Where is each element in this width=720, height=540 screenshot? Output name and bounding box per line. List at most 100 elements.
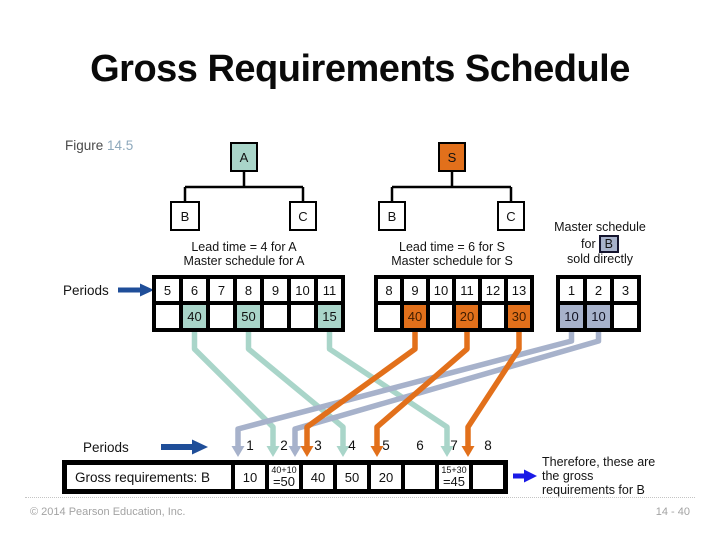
master-schedule-s-label: Master schedule for S xyxy=(391,253,513,268)
gross-requirement-cell: 10 xyxy=(233,463,267,491)
period-cell: 11 xyxy=(316,277,343,303)
sum-expression: 15+30 xyxy=(441,465,467,475)
period-cell: 7 xyxy=(208,277,235,303)
tree-a-root-node: A xyxy=(230,142,258,172)
bottom-period-number: 3 xyxy=(314,438,322,453)
quantity-cell: 40 xyxy=(181,303,208,330)
sum-expression: 40+10 xyxy=(271,465,297,475)
flow-line-b2-to-p2 xyxy=(292,330,602,447)
period-cell: 8 xyxy=(376,277,402,303)
gross-requirement-value: 10 xyxy=(242,469,258,485)
footer-divider xyxy=(25,497,695,498)
periods-arrow-bottom xyxy=(161,439,208,455)
quantity-cell: 40 xyxy=(402,303,428,330)
lead-time-s: Lead time = 6 for S xyxy=(399,240,505,254)
quantity-cell: 10 xyxy=(585,303,612,330)
bottom-period-number: 6 xyxy=(416,438,424,453)
tree-a-child-c-node: C xyxy=(289,201,317,231)
gross-requirement-value: =45 xyxy=(442,474,466,489)
quantity-cell: 15 xyxy=(316,303,343,330)
gross-requirement-cell: 20 xyxy=(369,463,403,491)
flow-line-a6-to-p2 xyxy=(191,330,276,447)
bottom-period-number: 1 xyxy=(246,438,254,453)
quantity-cell xyxy=(480,303,506,330)
gross-requirement-value: =50 xyxy=(272,474,296,489)
quantity-cell: 50 xyxy=(235,303,262,330)
gross-requirement-value: 50 xyxy=(344,469,360,485)
tree-s-child-c-node: C xyxy=(497,201,525,231)
period-cell: 9 xyxy=(402,277,428,303)
gross-requirement-cell xyxy=(403,463,437,491)
quantity-cell xyxy=(289,303,316,330)
flow-lines-a xyxy=(191,330,450,447)
gross-requirement-cell xyxy=(471,463,505,491)
bottom-period-number: 8 xyxy=(484,438,492,453)
period-cell: 1 xyxy=(558,277,585,303)
flow-lines-s xyxy=(304,330,522,447)
flow-line-s13-to-p7 xyxy=(465,330,522,447)
flow-lines-bdirect xyxy=(235,330,602,447)
tree-a-caption: Lead time = 4 for A Master schedule for … xyxy=(139,240,349,268)
quantity-cell xyxy=(376,303,402,330)
periods-arrow-top xyxy=(118,283,154,297)
periods-label-bottom: Periods xyxy=(83,440,129,455)
tree-s-connector xyxy=(390,172,513,201)
gross-requirements-note: Therefore, these are the gross requireme… xyxy=(542,455,656,497)
quantity-cell: 30 xyxy=(506,303,532,330)
periods-label-top: Periods xyxy=(63,283,109,298)
figure-word: Figure xyxy=(65,138,104,153)
flow-line-s11-to-p5 xyxy=(374,330,470,447)
period-cell: 10 xyxy=(289,277,316,303)
bottom-period-number: 2 xyxy=(280,438,288,453)
period-cell: 5 xyxy=(154,277,181,303)
gross-requirement-value: 20 xyxy=(378,469,394,485)
bottom-period-number: 5 xyxy=(382,438,390,453)
quantity-row: 40 50 15 xyxy=(154,303,343,330)
gross-requirement-value: 40 xyxy=(310,469,326,485)
tree-a-child-b-node: B xyxy=(170,201,200,231)
quantity-cell: 10 xyxy=(558,303,585,330)
period-cell: 8 xyxy=(235,277,262,303)
quantity-cell xyxy=(208,303,235,330)
gross-requirements-arrow xyxy=(513,469,537,483)
gross-requirement-cell: 15+30=45 xyxy=(437,463,471,491)
b-direct-line1: Master schedule xyxy=(554,220,646,234)
bottom-period-number: 4 xyxy=(348,438,356,453)
footer-page-number: 14 - 40 xyxy=(655,506,690,518)
period-cell: 9 xyxy=(262,277,289,303)
period-cell: 10 xyxy=(428,277,454,303)
gross-requirements-row-label: Gross requirements: B xyxy=(65,463,233,491)
lead-time-a: Lead time = 4 for A xyxy=(191,240,297,254)
master-schedule-a-label: Master schedule for A xyxy=(183,253,305,268)
period-cell: 12 xyxy=(480,277,506,303)
gross-requirement-cell: 40+10=50 xyxy=(267,463,301,491)
quantity-cell xyxy=(612,303,639,330)
flow-line-a8-to-p4 xyxy=(245,330,346,447)
quantity-cell xyxy=(262,303,289,330)
tree-a-connector xyxy=(183,172,305,201)
flow-arrowheads-s xyxy=(300,446,475,457)
quantity-cell xyxy=(154,303,181,330)
tree-s-root-node: S xyxy=(438,142,466,172)
tree-s-caption: Lead time = 6 for S Master schedule for … xyxy=(347,240,557,268)
period-cell: 3 xyxy=(612,277,639,303)
gross-requirements-cells: 10 40+10=50 40 50 20 15+30=45 xyxy=(233,463,505,491)
flow-arrowheads-a xyxy=(266,446,454,457)
gross-requirement-cell: 50 xyxy=(335,463,369,491)
period-cell: 11 xyxy=(454,277,480,303)
flow-arrowheads-bdirect xyxy=(231,446,302,457)
period-cell: 2 xyxy=(585,277,612,303)
quantity-cell xyxy=(428,303,454,330)
flow-line-b1-to-p1 xyxy=(235,330,575,447)
